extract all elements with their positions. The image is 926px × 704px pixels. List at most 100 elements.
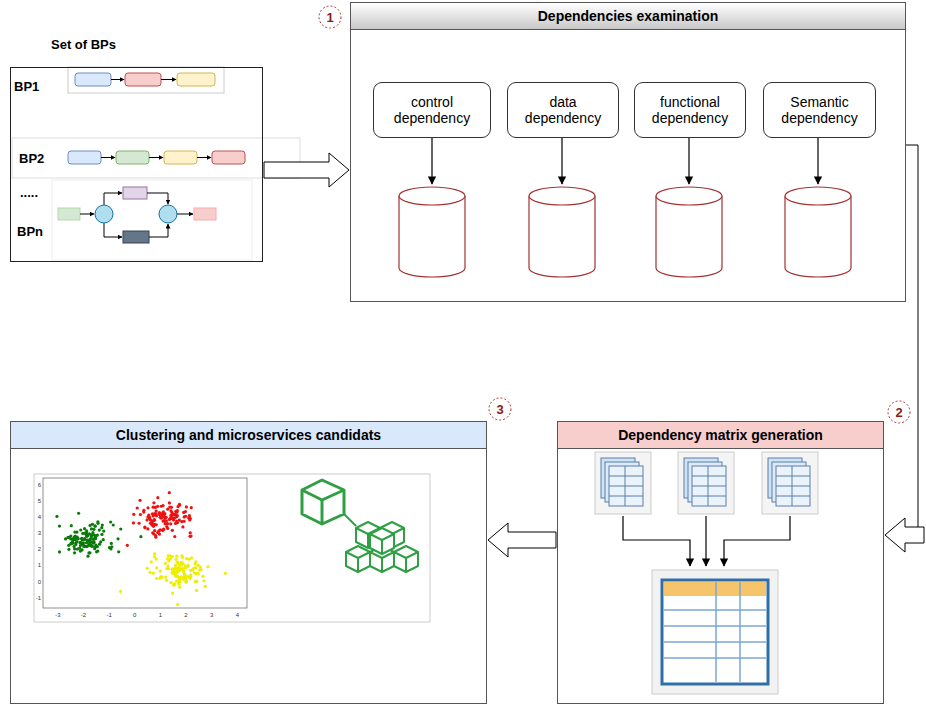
scatter-dot: [55, 515, 58, 518]
scatter-dot: [186, 564, 189, 567]
scatter-dot: [190, 506, 193, 509]
dependency-box: data dependency: [507, 82, 619, 138]
callout-number: 3: [496, 402, 503, 417]
scatter-dot: [185, 575, 188, 578]
axis-tick: -1: [36, 595, 41, 601]
scatter-dot: [177, 567, 180, 570]
scatter-dot: [160, 505, 163, 508]
scatter-dot: [92, 541, 95, 544]
scatter-dot: [171, 555, 174, 558]
scatter-dot: [195, 589, 198, 592]
scatter-dot: [194, 580, 197, 583]
scatter-dot: [146, 567, 149, 570]
scatter-dot: [143, 525, 146, 528]
bp-name: BP2: [19, 151, 44, 166]
scatter-dot: [146, 527, 149, 530]
scatter-dot: [87, 551, 90, 554]
scatter-dot: [83, 527, 86, 530]
scatter-dot: [189, 569, 192, 572]
scatter-dot: [73, 531, 76, 534]
scatter-dot: [175, 572, 178, 575]
scatter-dot: [167, 559, 170, 562]
scatter-dot: [189, 575, 192, 578]
scatter-dot: [173, 567, 176, 570]
dependency-box: functional dependency: [634, 82, 746, 138]
axis-tick: 3: [38, 530, 41, 536]
scatter-dot: [158, 511, 161, 514]
bp-flow: [68, 67, 224, 93]
scatter-dot: [156, 505, 159, 508]
scatter-dot: [79, 528, 82, 531]
scatter-dot: [86, 555, 89, 558]
scatter-dot: [178, 518, 181, 521]
scatter-dot: [143, 526, 146, 529]
scatter-dot: [169, 522, 172, 525]
scatter-dot: [92, 528, 95, 531]
bp-set-box: Set of BPs: [10, 67, 263, 262]
scatter-dot: [177, 575, 180, 578]
box-label: functional dependency: [640, 94, 740, 126]
bp-flow: [12, 138, 300, 178]
dependency-box: Semantic dependency: [763, 82, 876, 138]
scatter-dot: [197, 572, 200, 575]
scatter-dot: [158, 532, 161, 535]
ellipsis: .....: [20, 185, 38, 200]
scatter-dot: [74, 541, 77, 544]
scatter-dot: [185, 505, 188, 508]
scatter-dot: [85, 535, 88, 538]
axis-tick: -2: [81, 612, 86, 618]
scatter-dot: [169, 581, 172, 584]
merge-arrow: [623, 516, 790, 566]
scatter-dot: [178, 563, 181, 566]
scatter-dot: [138, 522, 141, 525]
group-heading: Set of BPs: [51, 37, 116, 52]
scatter-dot: [79, 549, 82, 552]
scatter-dot: [71, 541, 74, 544]
scatter-dot: [156, 496, 159, 499]
scatter-dot: [165, 579, 168, 582]
scatter-dot: [72, 538, 75, 541]
scatter-dot: [82, 541, 85, 544]
scatter-dot: [176, 575, 179, 578]
scatter-dot: [187, 564, 190, 567]
scatter-dot: [204, 585, 207, 588]
scatter-dot: [94, 525, 97, 528]
scatter-dot: [188, 514, 191, 517]
scatter-dot: [154, 534, 157, 537]
scatter-dot: [96, 522, 99, 525]
scatter-dot: [155, 558, 158, 561]
flow-arrow: [885, 145, 924, 552]
scatter-dot: [167, 564, 170, 567]
scatter-dot: [164, 562, 167, 565]
scatter-dot: [88, 524, 91, 527]
scatter-dot: [132, 513, 135, 516]
scatter-dot: [176, 603, 179, 606]
scatter-dot: [136, 506, 139, 509]
scatter-dot: [102, 538, 105, 541]
scatter-dot: [142, 509, 145, 512]
scatter-dot: [117, 550, 120, 553]
scatter-dot: [99, 540, 102, 543]
axis-tick: 2: [184, 612, 187, 618]
callout-circle: [888, 401, 910, 423]
scatter-dot: [181, 567, 184, 570]
scatter-dot: [80, 537, 83, 540]
bp-flow: [52, 180, 252, 260]
scatter-dot: [224, 572, 227, 575]
scatter-dot: [153, 552, 156, 555]
scatter-dot: [73, 547, 76, 550]
database-cylinder: [399, 187, 851, 277]
scatter-dot: [182, 520, 185, 523]
scatter-dot: [199, 568, 202, 571]
scatter-dot: [119, 590, 122, 593]
scatter-dot: [155, 523, 158, 526]
scatter-dot: [194, 566, 197, 569]
scatter-dot: [184, 580, 187, 583]
scatter-dot: [182, 511, 185, 514]
scatter-dot: [81, 532, 84, 535]
panel-title: Dependency matrix generation: [558, 422, 883, 449]
scatter-dot: [94, 543, 97, 546]
scatter-dot: [168, 501, 171, 504]
scatter-dot: [178, 585, 181, 588]
axis-tick: -3: [55, 612, 60, 618]
